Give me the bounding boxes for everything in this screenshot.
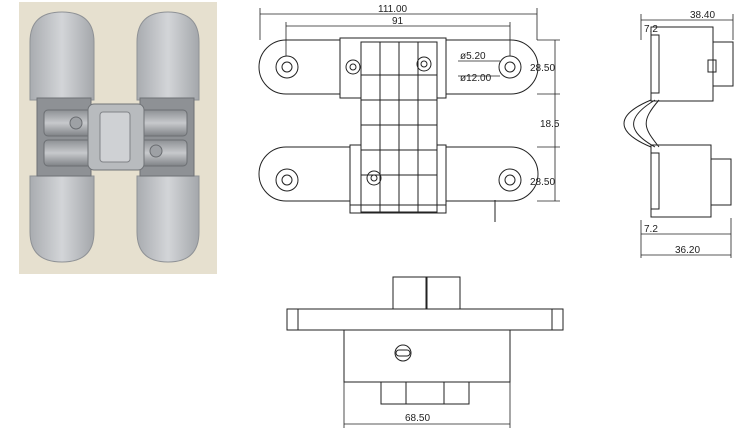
bottom-view-drawing [286,276,564,405]
dim-leaf-height-top: 28.50 [530,63,555,74]
side-view-dimensions [640,14,734,258]
dim-leaf-height-bottom: 28.50 [530,177,555,188]
front-view-drawing [258,37,539,222]
bottom-view-dimensions [343,382,511,428]
dim-side-bottom-offset: 7.2 [644,224,658,235]
dim-side-top-offset: 7.2 [644,24,658,35]
dim-side-top-width: 38.40 [690,10,715,21]
dim-hole-spacing: 91 [392,16,404,27]
dim-hole-large-diameter: ø12.00 [460,73,492,84]
dim-gap: 18.5 [540,119,560,130]
front-view-dimensions [259,8,560,202]
side-view-drawing [623,26,734,218]
hinge-photo [19,2,217,274]
dim-hole-small-diameter: ø5.20 [460,51,486,62]
dim-bottom-width: 68.50 [405,413,430,424]
dim-side-bottom-width: 36.20 [675,245,700,256]
dim-overall-width: 111.00 [378,4,408,15]
